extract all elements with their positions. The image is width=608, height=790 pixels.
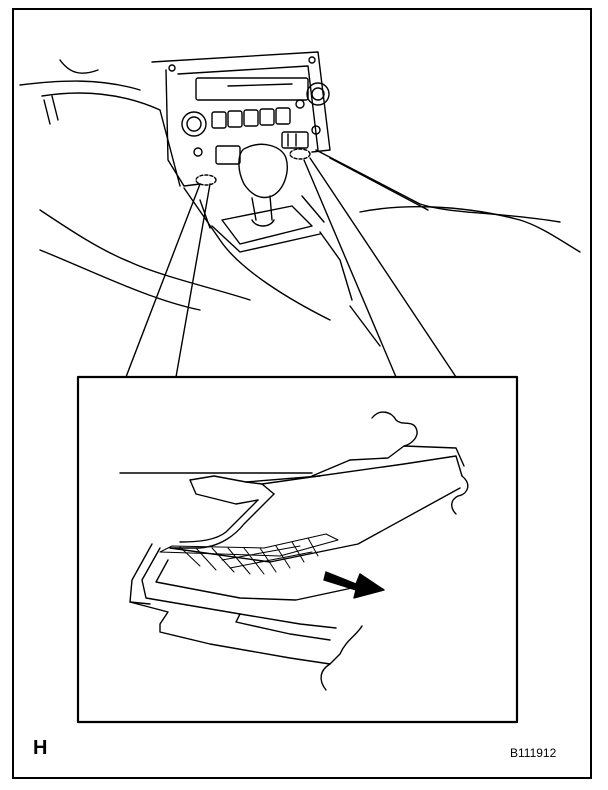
vent-lines — [44, 96, 58, 124]
panel-z-fold — [170, 494, 274, 548]
panel-lip — [190, 476, 274, 494]
volume-knob — [182, 112, 206, 136]
panel-z-fold-inner — [180, 500, 258, 542]
panel-lip-lower — [190, 480, 258, 504]
panel-top-edge — [350, 446, 464, 466]
console-tray-lower — [212, 226, 320, 252]
pull-direction-arrow — [324, 572, 384, 598]
center-panel-left-edge — [166, 70, 200, 186]
panel-screw-tr — [309, 57, 315, 63]
console-right-top — [316, 150, 560, 222]
panel-screw-tl — [169, 65, 175, 71]
left-seat-lower — [40, 250, 200, 310]
cd-slot — [228, 84, 292, 86]
dash-curve-left — [60, 60, 98, 73]
dash-lower-edge — [42, 93, 180, 186]
panel-body-bottom — [170, 488, 460, 562]
climate-switch-right — [282, 132, 308, 148]
panel-letter: H — [33, 737, 48, 759]
center-panel-inner — [178, 66, 318, 150]
detail-inset-box — [78, 377, 517, 722]
panel-top-join — [312, 460, 350, 476]
base-lower-edge — [142, 548, 336, 628]
shift-boot — [252, 220, 274, 226]
shift-gate — [222, 206, 312, 244]
detail-view — [120, 412, 468, 690]
radio-display — [196, 78, 308, 100]
console-overview — [20, 52, 580, 346]
break-line-bottom — [321, 664, 330, 690]
console-left-side — [184, 188, 330, 320]
clip-location-left — [196, 175, 216, 185]
clip-hatch — [160, 534, 338, 574]
figure-frame — [12, 8, 592, 779]
left-seat-edge — [40, 210, 250, 300]
figure-code: B111912 — [510, 746, 557, 760]
base-step — [236, 614, 330, 640]
small-button-l — [194, 148, 202, 156]
break-line-right — [452, 476, 468, 514]
base-outer — [130, 602, 362, 664]
console-right-side — [320, 232, 352, 300]
console-right-top2 — [330, 158, 428, 210]
break-line-top — [372, 412, 417, 446]
climate-switch-left — [216, 146, 240, 164]
clip-location-right — [290, 149, 310, 159]
right-seat-top — [360, 207, 580, 252]
tune-knob-inner — [312, 88, 324, 100]
volume-knob-inner — [187, 117, 201, 131]
console-right-low — [350, 306, 380, 346]
small-button-r — [296, 100, 304, 108]
shift-knob — [239, 144, 287, 197]
center-panel-outer — [152, 52, 330, 152]
preset-buttons — [212, 108, 290, 128]
panel-body-top — [262, 456, 462, 484]
callout-leaders — [126, 158, 456, 377]
base-left — [130, 544, 152, 604]
small-button-r2 — [312, 126, 320, 134]
base-inner — [156, 560, 352, 600]
dash-edge — [20, 81, 140, 90]
tune-knob — [307, 83, 329, 105]
shift-lever — [252, 196, 272, 220]
